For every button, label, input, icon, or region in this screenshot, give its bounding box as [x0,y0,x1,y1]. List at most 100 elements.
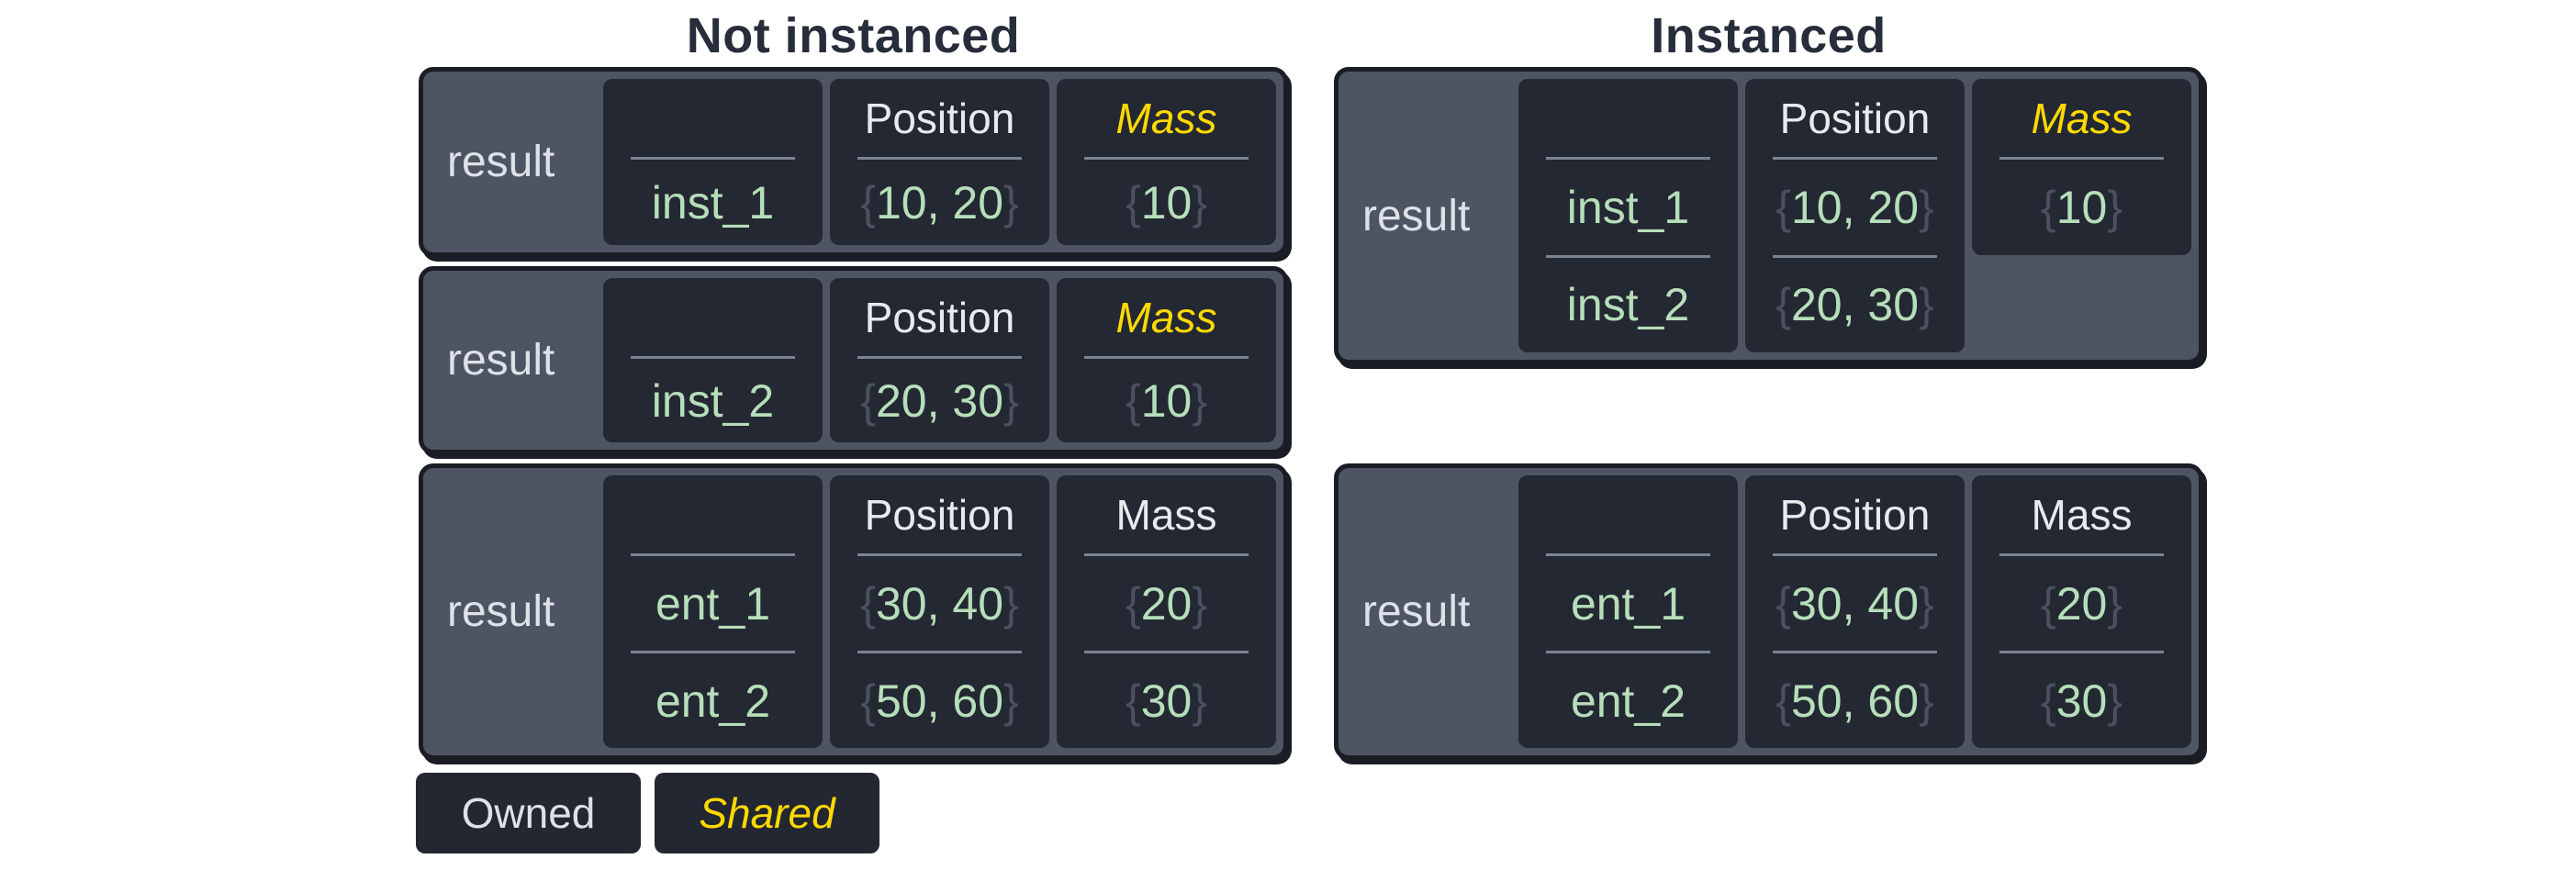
open-brace: { [860,577,876,630]
mass-column-header: Mass [2031,490,2133,539]
entity-column-header [603,475,823,553]
open-brace: { [2040,675,2056,727]
entity-column: inst_1 [603,79,823,245]
table-cells: ent_1 ent_2 Position {30, 40} {50, 60} M… [1518,475,2191,748]
instanced-title: Instanced [1651,8,1887,63]
close-brace: } [2107,675,2123,727]
position-column: Position {30, 40} {50, 60} [1745,475,1965,748]
mass-value: {30} [1057,653,1276,748]
entity-column: inst_1 inst_2 [1518,79,1738,352]
result-label: result [1362,191,1471,240]
entity-column-header [603,278,823,356]
mass-value: {10} [1972,160,2191,255]
divider [1773,157,1937,160]
table-cells: inst_1 inst_2 Position {10, 20} {20, 30}… [1518,79,2191,352]
divider [1546,254,1710,258]
mass-column-header-shared: Mass [2031,94,2133,142]
value-text: 20 [2055,577,2108,630]
value-text: 30 [2055,675,2108,727]
position-value: {30, 40} [1745,556,1965,651]
not-instanced-title: Not instanced [686,8,1021,63]
position-value: {10, 20} [830,160,1049,245]
legend: Owned Shared [416,773,879,853]
entity-name: inst_1 [1566,181,1690,233]
position-value: {10, 20} [1745,160,1965,255]
mass-column-header-shared: Mass [1115,293,1217,341]
open-brace: { [1775,181,1791,233]
divider [857,356,1022,359]
divider [857,553,1022,556]
close-brace: } [2107,182,2123,233]
close-brace: } [1919,577,1934,630]
result-label: result [447,587,555,636]
open-brace: { [1775,577,1791,630]
result-label: result [1362,587,1471,636]
open-brace: { [1125,374,1141,427]
open-brace: { [1775,675,1791,727]
divider [1773,651,1937,653]
close-brace: } [1003,675,1019,727]
mass-value: {30} [1972,653,2191,748]
open-brace: { [1775,279,1791,331]
divider [1546,157,1710,160]
value-text: 10 [1140,374,1193,427]
value-text: 30, 40 [875,577,1003,630]
result-label: result [447,138,555,186]
divider [1084,356,1249,359]
value-text: 20, 30 [875,374,1003,427]
close-brace: } [1192,374,1208,427]
table-cells: inst_1 Position {10, 20} Mass {10} [603,79,1276,245]
open-brace: { [1125,675,1141,727]
value-text: 20 [1140,577,1193,630]
table-not-instanced-inst1: result inst_1 Position {10, 20} Mass {10… [419,67,1288,257]
position-column-header: Position [1779,490,1931,539]
close-brace: } [1192,577,1208,630]
divider [1084,651,1249,653]
divider [1999,157,2164,160]
table-instanced-entities: result ent_1 ent_2 Position {30, 40} {50… [1334,463,2203,760]
position-column: Position {30, 40} {50, 60} [830,475,1049,748]
table-cells: ent_1 ent_2 Position {30, 40} {50, 60} M… [603,475,1276,748]
entity-column: ent_1 ent_2 [603,475,823,748]
position-column: Position {10, 20} {20, 30} [1745,79,1965,352]
table-not-instanced-inst2: result inst_2 Position {20, 30} Mass {10… [419,266,1288,454]
close-brace: } [2107,577,2123,630]
entity-name: ent_1 [1570,577,1686,630]
entity-column-header [1518,475,1738,553]
mass-column-header: Mass [1115,490,1217,539]
divider [1773,254,1937,258]
position-value: {30, 40} [830,556,1049,651]
entity-column: ent_1 ent_2 [1518,475,1738,748]
divider [1546,553,1710,556]
divider [857,157,1022,160]
divider [1546,651,1710,653]
position-value: {50, 60} [1745,653,1965,748]
mass-value: {10} [1057,160,1276,245]
divider [631,553,795,556]
close-brace: } [1003,176,1019,229]
value-text: 50, 60 [1790,675,1919,727]
position-column: Position {10, 20} [830,79,1049,245]
entity-column: inst_2 [603,278,823,442]
position-column-header: Position [1779,94,1931,142]
position-value: {20, 30} [1745,258,1965,353]
entity-name: inst_2 [1566,279,1690,331]
entity-column-header [1518,79,1738,157]
position-value: {20, 30} [830,359,1049,442]
divider [1084,553,1249,556]
value-text: 10, 20 [1790,181,1919,233]
entity-column-header [603,79,823,157]
table-not-instanced-entities: result ent_1 ent_2 Position {30, 40} {50… [419,463,1288,760]
mass-column: Mass {10} [1057,79,1276,245]
mass-value: {20} [1057,556,1276,651]
value-text: 30, 40 [1790,577,1919,630]
position-column-header: Position [864,293,1015,341]
mass-column-shared-single: Mass {10} [1972,79,2191,255]
value-text: 20, 30 [1790,279,1919,331]
table-cells: inst_2 Position {20, 30} Mass {10} [603,278,1276,442]
result-label: result [447,336,555,385]
mass-value: {10} [1057,359,1276,442]
open-brace: { [1125,176,1141,229]
divider [1773,553,1937,556]
close-brace: } [1919,181,1934,233]
